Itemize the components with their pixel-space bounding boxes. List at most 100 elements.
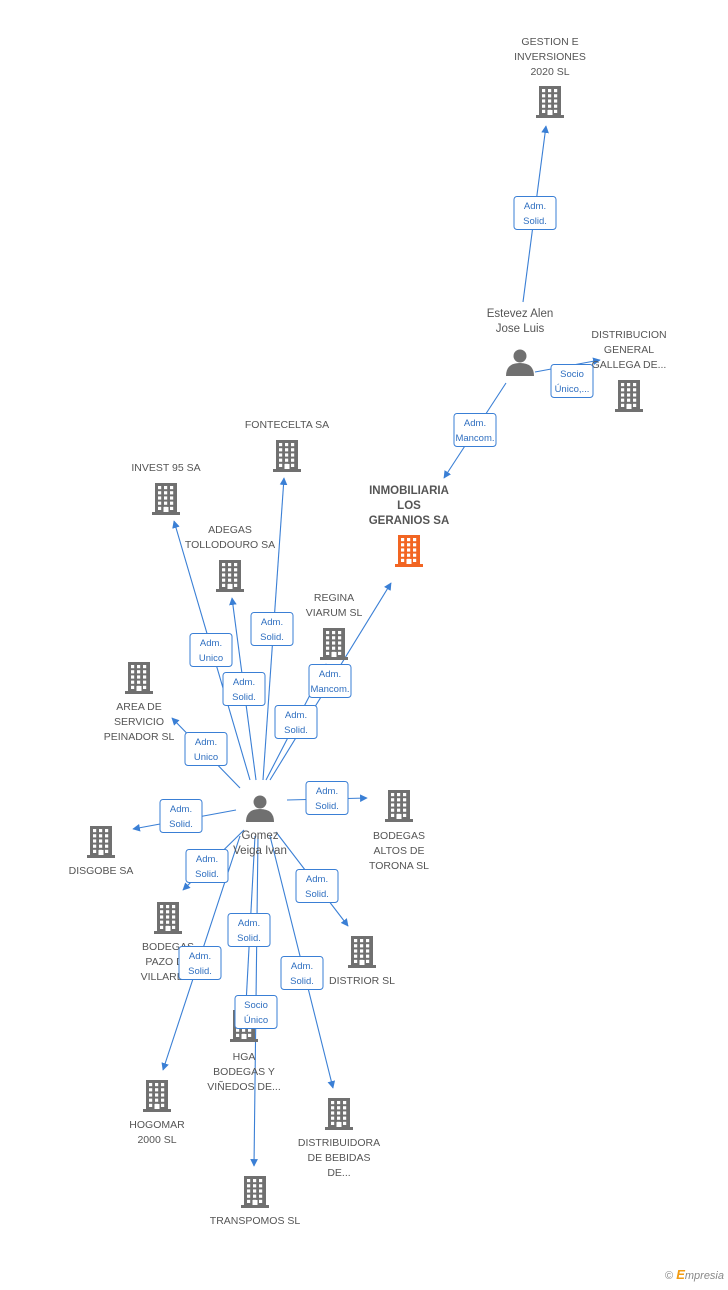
edge-label-estevez-to-inmobiliaria[interactable]: Adm.Mancom. xyxy=(453,413,497,447)
node-disgobe[interactable]: DISGOBE SA xyxy=(69,826,134,877)
edge-label-text: Solid. xyxy=(315,801,339,812)
edge-label-box[interactable] xyxy=(178,946,222,980)
edge-label-text: Adm. xyxy=(524,201,546,212)
edge-label-box[interactable] xyxy=(222,672,266,706)
edge-label-gomez-to-fontecelta[interactable]: Adm.Solid. xyxy=(250,612,294,646)
building-icon xyxy=(320,628,348,660)
edge-label-box[interactable] xyxy=(305,781,349,815)
node-label: PEINADOR SL xyxy=(104,731,175,743)
person-icon xyxy=(506,349,534,376)
edge-label-box[interactable] xyxy=(184,732,228,766)
node-distrior[interactable]: DISTRIOR SL xyxy=(329,936,395,987)
node-label: GALLEGA DE... xyxy=(592,359,667,371)
node-label: 2000 SL xyxy=(137,1134,176,1146)
edge-labels-layer: Adm.Solid.SocioÚnico,...Adm.Mancom.Adm.M… xyxy=(159,196,594,1029)
node-fontecelta[interactable]: FONTECELTA SA xyxy=(245,419,329,472)
edge-label-estevez-to-distribucion[interactable]: SocioÚnico,... xyxy=(550,364,594,398)
node-label: VIARUM SL xyxy=(306,607,363,619)
edge-label-text: Adm. xyxy=(195,737,217,748)
node-transpomos[interactable]: TRANSPOMOS SL xyxy=(210,1176,301,1227)
node-label: GERANIOS SA xyxy=(369,515,450,527)
edge-label-box[interactable] xyxy=(280,956,324,990)
edge-label-text: Adm. xyxy=(261,617,283,628)
edge-label-text: Solid. xyxy=(169,819,193,830)
edge-label-box[interactable] xyxy=(274,705,318,739)
node-adegas[interactable]: ADEGAS TOLLODOURO SA xyxy=(185,524,275,592)
edge-label-gomez-to-area[interactable]: Adm. Unico xyxy=(184,732,228,766)
node-label: INVERSIONES xyxy=(514,51,586,63)
edge-label-gomez-to-bodegas_altos[interactable]: Adm.Solid. xyxy=(305,781,349,815)
edge-label-gomez-to-distrior[interactable]: Adm. Solid. xyxy=(295,869,339,903)
building-icon xyxy=(143,1080,171,1112)
node-label: GENERAL xyxy=(604,344,654,356)
edge-label-text: Único,... xyxy=(555,384,590,395)
node-label: DISGOBE SA xyxy=(69,865,134,877)
edge-label-gomez-to-disgobe[interactable]: Adm.Solid. xyxy=(159,799,203,833)
node-label: LOS xyxy=(397,500,421,512)
node-label: Veiga Ivan xyxy=(233,845,287,857)
node-label: GESTION E xyxy=(521,36,578,48)
edge-label-gomez-to-regina[interactable]: Adm.Solid. xyxy=(274,705,318,739)
edge-label-box[interactable] xyxy=(234,995,278,1029)
brand-logo-text: mpresia xyxy=(684,1270,724,1282)
edge-label-gomez-to-invest95[interactable]: Adm.Unico xyxy=(189,633,233,667)
edge-label-box[interactable] xyxy=(295,869,339,903)
edge-label-box[interactable] xyxy=(453,413,497,447)
node-invest95[interactable]: INVEST 95 SA xyxy=(131,462,201,515)
edge-label-text: Adm. xyxy=(306,874,328,885)
edge-label-box[interactable] xyxy=(159,799,203,833)
building-icon xyxy=(87,826,115,858)
edge-label-text: Adm. xyxy=(464,418,486,429)
edge-label-text: Solid. xyxy=(237,933,261,944)
edge-label-box[interactable] xyxy=(227,913,271,947)
edge-label-text: Solid. xyxy=(305,889,329,900)
node-label: FONTECELTA SA xyxy=(245,419,329,431)
node-label: REGINA xyxy=(314,592,354,604)
building-icon xyxy=(154,902,182,934)
node-label: DISTRIOR SL xyxy=(329,975,395,987)
node-gestion[interactable]: GESTION E INVERSIONES 2020 SL xyxy=(514,36,586,118)
node-label: 2020 SL xyxy=(530,66,569,78)
person-icon xyxy=(246,795,274,822)
node-label: DE... xyxy=(327,1167,350,1179)
edge-label-gomez-to-inmobiliaria[interactable]: Adm.Mancom. xyxy=(308,664,352,698)
edge-label-text: Solid. xyxy=(188,966,212,977)
edge-label-text: Adm. xyxy=(233,677,255,688)
node-label: HGA xyxy=(233,1051,256,1063)
node-label: ADEGAS xyxy=(208,524,252,536)
edge-label-text: Adm. xyxy=(238,918,260,929)
node-label: TOLLODOURO SA xyxy=(185,539,275,551)
edge-label-gomez-to-hga[interactable]: Adm. Solid. xyxy=(227,913,271,947)
edge-label-gomez-to-adegas[interactable]: Adm.Solid. xyxy=(222,672,266,706)
edge-label-box[interactable] xyxy=(513,196,557,230)
edge-label-box[interactable] xyxy=(189,633,233,667)
edge-label-text: Único xyxy=(244,1015,268,1026)
node-label: Gomez xyxy=(241,830,278,842)
edge-label-estevez-to-gestion[interactable]: Adm.Solid. xyxy=(513,196,557,230)
edge-label-text: Unico xyxy=(194,752,218,763)
node-label: Estevez Alen xyxy=(487,308,553,320)
edge-label-text: Socio xyxy=(244,1000,268,1011)
edge-label-box[interactable] xyxy=(250,612,294,646)
edge-label-gomez-to-hogomar[interactable]: Adm.Solid. xyxy=(178,946,222,980)
edge-label-text: Mancom. xyxy=(310,684,349,695)
copyright-symbol: © xyxy=(665,1270,674,1282)
edge-label-box[interactable] xyxy=(308,664,352,698)
edge-label-gomez-to-distribuidora[interactable]: Adm.Solid. xyxy=(280,956,324,990)
brand-logo-initial: E xyxy=(676,1267,685,1282)
node-regina[interactable]: REGINA VIARUM SL xyxy=(306,592,363,660)
edge-label-gomez-to-bodegas_pazo[interactable]: Adm.Solid. xyxy=(185,849,229,883)
node-label: TRANSPOMOS SL xyxy=(210,1215,301,1227)
edge-label-box[interactable] xyxy=(185,849,229,883)
edge-label-box[interactable] xyxy=(550,364,594,398)
building-icon xyxy=(348,936,376,968)
